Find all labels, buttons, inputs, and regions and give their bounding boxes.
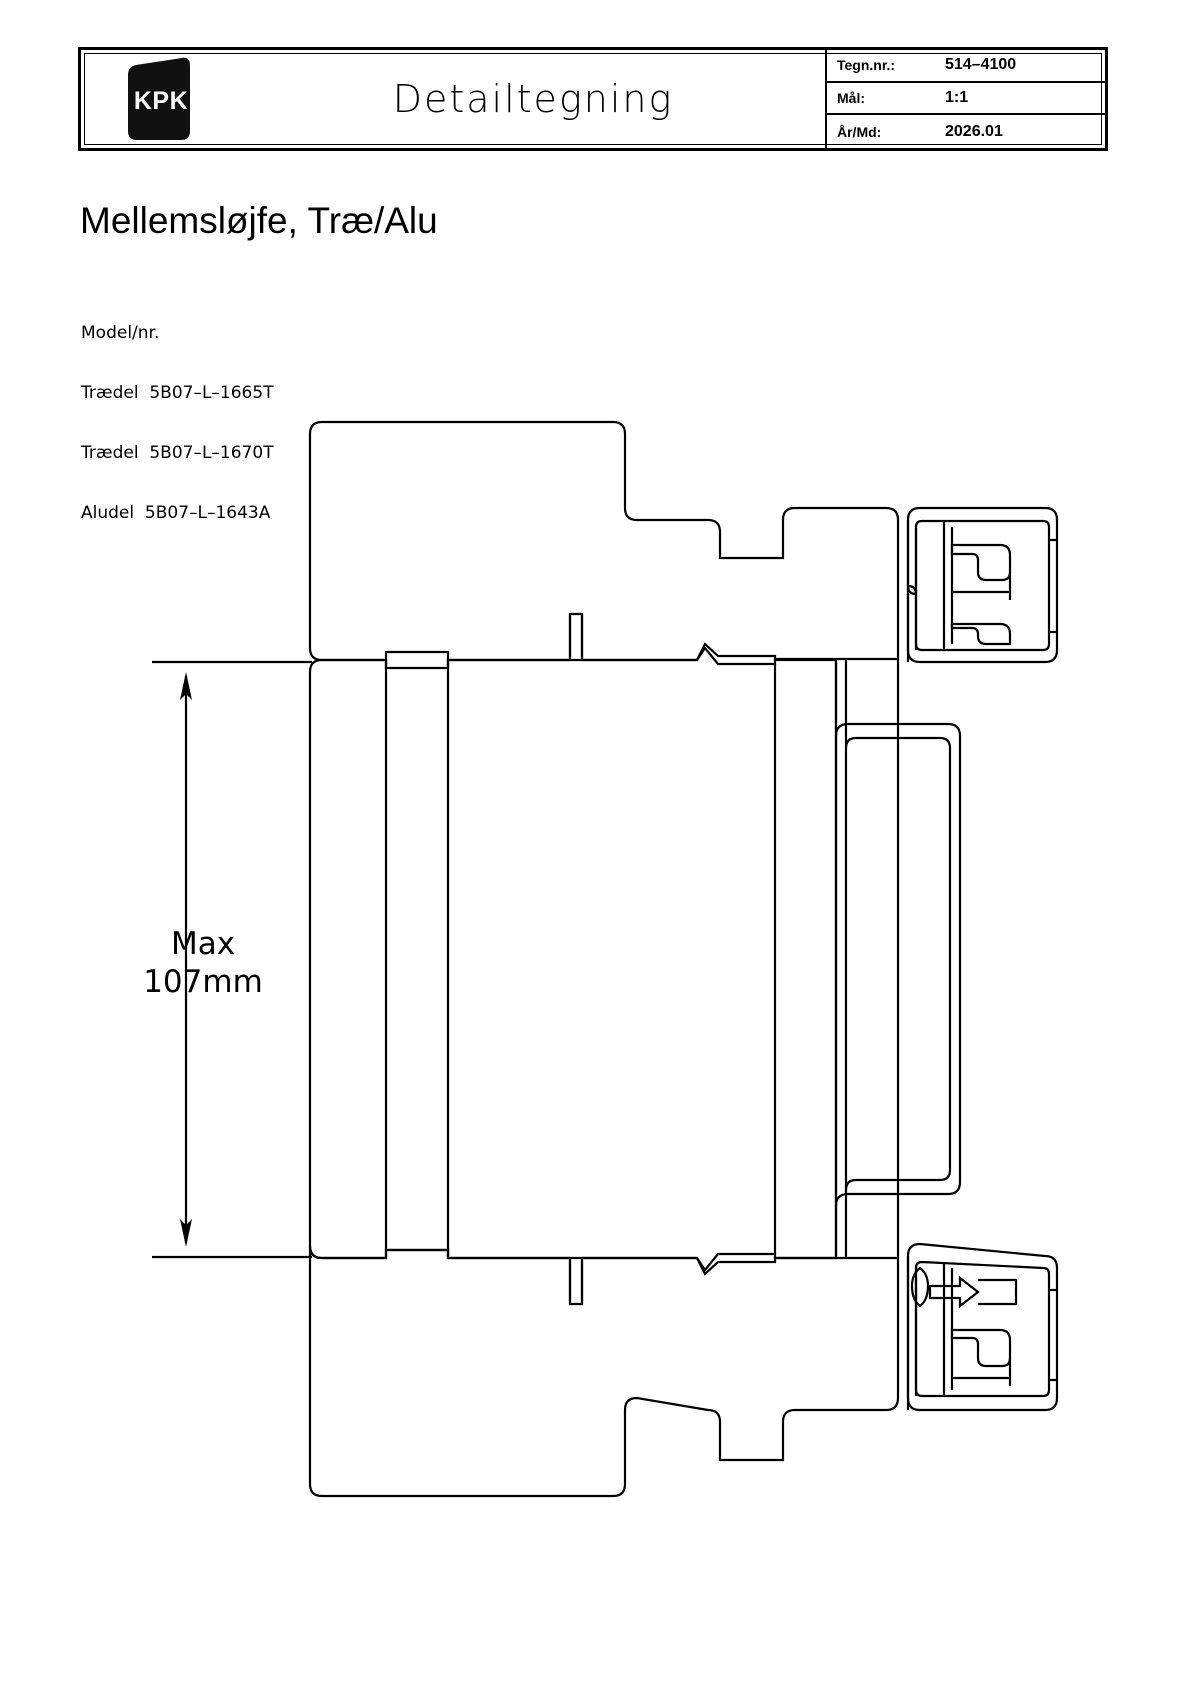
meta-value-date: 2026.01 [945,122,1003,140]
alu-profile-bottom [906,1242,1059,1412]
dimension-max-value: 107mm [143,964,263,1000]
dimension-arrowheads [180,672,192,1247]
alu-web-return-top [834,722,962,1207]
meta-value-scale: 1:1 [945,89,969,106]
dimension-max-107mm [152,660,312,1259]
upper-timber-outline [308,420,900,662]
dimension-max-label: Max 107mm [118,925,288,1001]
model-info-line-3: Aludel 5B07–L–1643A [81,503,271,523]
alu-profile-top [906,506,1059,664]
meta-row-scale: Mål: 1:1 [827,83,1105,116]
meta-row-drawing-number: Tegn.nr.: 514–4100 [827,50,1105,83]
kpk-logo-icon: KPK [120,57,202,141]
model-info-line-2: Trædel 5B07–L–1670T [81,443,274,463]
model-info-heading: Model/nr. [81,323,160,343]
model-info-line-1: Trædel 5B07–L–1665T [81,383,274,403]
dimension-max-word: Max [170,926,236,962]
logo-label: KPK [133,86,189,115]
meta-value-drawing-number: 514–4100 [945,56,1017,74]
lower-timber-outline [308,1245,900,1498]
title-block-meta-table: Tegn.nr.: 514–4100 Mål: 1:1 År/Md: 2026.… [825,50,1105,148]
meta-row-date: År/Md: 2026.01 [827,115,1105,148]
arrowhead-bottom [180,1219,192,1247]
page-title: Mellemsløjfe, Træ/Alu [80,200,438,241]
logo-area: KPK [81,50,241,148]
title-block: KPK Detailtegning Tegn.nr.: 514–4100 Mål… [78,47,1108,151]
middle-timber-outline [308,646,838,1272]
model-info-block: Model/nr. Trædel 5B07–L–1665T Trædel 5B0… [81,283,274,543]
meta-label-drawing-number: Tegn.nr.: [837,57,896,74]
alu-web-return-inner [844,736,952,1191]
meta-label-scale: Mål: [837,90,865,106]
meta-label-date: År/Md: [837,123,882,140]
drawing-kind-label: Detailtegning [392,77,674,121]
arrowhead-top [180,672,192,700]
